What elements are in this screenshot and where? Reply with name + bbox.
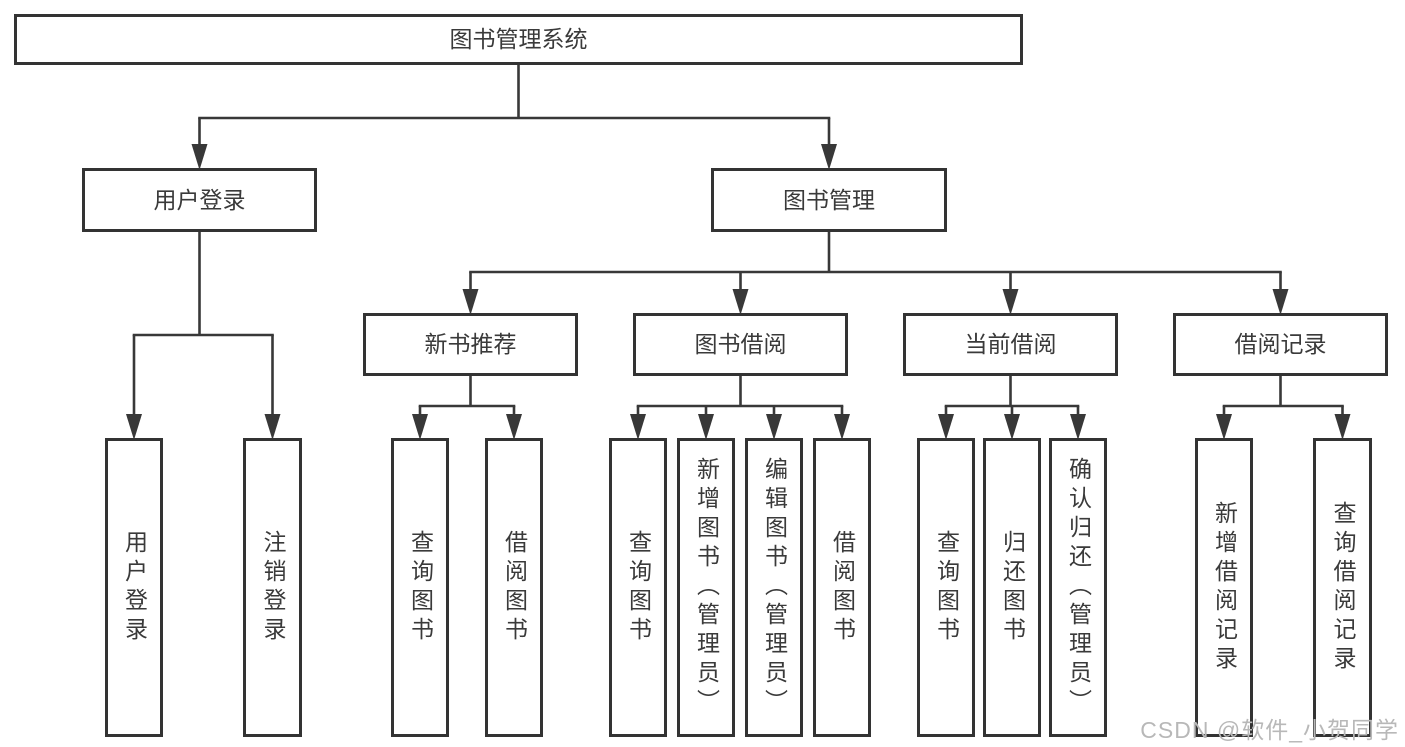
arrowhead-br-add bbox=[1216, 414, 1232, 440]
node-book-mgmt: 图书管理 bbox=[711, 168, 947, 232]
arrowhead-new-book-rec bbox=[462, 289, 479, 315]
node-br-add: 新增借阅记录 bbox=[1195, 438, 1253, 737]
node-login-action: 用户登录 bbox=[105, 438, 163, 737]
arrowhead-cb-query bbox=[938, 414, 954, 440]
node-bb-edit: 编辑图书（管理员） bbox=[745, 438, 803, 737]
node-cb-confirm: 确认归还（管理员） bbox=[1049, 438, 1107, 737]
node-cb-query: 查询图书 bbox=[917, 438, 975, 737]
csdn-watermark: CSDN @软件_小贺同学 bbox=[1140, 717, 1399, 743]
arrowhead-logout-action bbox=[264, 414, 281, 440]
arrowhead-login-action bbox=[126, 414, 142, 440]
node-br-query: 查询借阅记录 bbox=[1313, 438, 1372, 737]
node-borrow-records: 借阅记录 bbox=[1173, 313, 1388, 376]
arrowhead-bb-borrow bbox=[834, 414, 850, 440]
node-bb-query: 查询图书 bbox=[609, 438, 667, 737]
arrowhead-book-borrow bbox=[732, 289, 749, 315]
arrowhead-bb-add bbox=[698, 414, 714, 440]
arrowhead-bb-edit bbox=[766, 414, 782, 440]
arrowhead-book-mgmt bbox=[821, 144, 837, 170]
node-rec-borrow: 借阅图书 bbox=[485, 438, 543, 737]
arrowhead-current-borrow bbox=[1002, 289, 1019, 315]
node-user-login: 用户登录 bbox=[82, 168, 317, 232]
arrowhead-rec-query bbox=[412, 414, 428, 440]
node-new-book-rec: 新书推荐 bbox=[363, 313, 578, 376]
node-logout-action: 注销登录 bbox=[243, 438, 302, 737]
node-cb-return: 归还图书 bbox=[983, 438, 1041, 737]
node-rec-query: 查询图书 bbox=[391, 438, 449, 737]
node-current-borrow: 当前借阅 bbox=[903, 313, 1118, 376]
arrowhead-cb-confirm bbox=[1070, 414, 1086, 440]
node-bb-borrow: 借阅图书 bbox=[813, 438, 871, 737]
node-bb-add: 新增图书（管理员） bbox=[677, 438, 735, 737]
arrowhead-rec-borrow bbox=[506, 414, 522, 440]
arrowhead-borrow-records bbox=[1272, 289, 1289, 315]
arrowhead-cb-return bbox=[1004, 414, 1020, 440]
arrowhead-bb-query bbox=[630, 414, 646, 440]
arrowhead-br-query bbox=[1334, 414, 1351, 440]
node-book-borrow: 图书借阅 bbox=[633, 313, 848, 376]
arrowhead-user-login bbox=[191, 144, 208, 170]
node-root: 图书管理系统 bbox=[14, 14, 1023, 65]
